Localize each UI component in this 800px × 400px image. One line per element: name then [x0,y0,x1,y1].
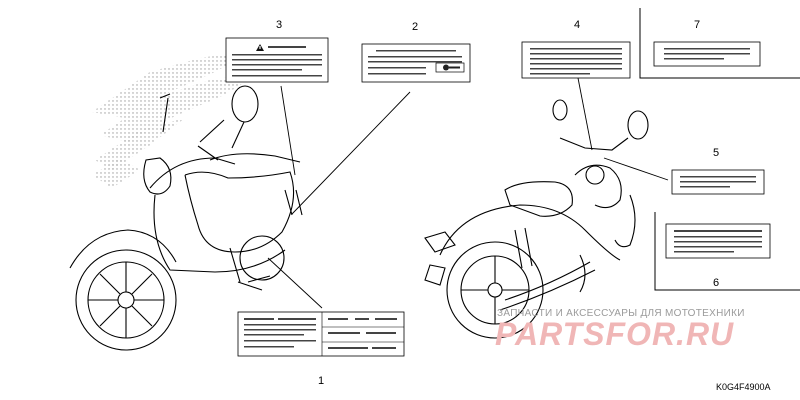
leader-2 [291,91,411,215]
watermark-caption: ЗАПЧАСТИ И АКСЕССУАРЫ ДЛЯ МОТОТЕХНИКИ [497,308,745,319]
label-5 [671,169,765,195]
key-icon [435,62,465,73]
leader-3 [280,85,296,176]
callout-1: 1 [318,375,324,387]
leader-5 [603,157,669,181]
callout-4: 4 [574,19,580,31]
separator-lines [639,8,800,291]
label-7 [653,41,761,67]
diagram-code: K0G4F4900A [716,382,771,392]
label-2 [361,43,471,83]
leader-1 [267,257,323,309]
label-4 [521,41,631,79]
leader-lines [267,77,669,309]
motorcycle-right-view [424,99,649,339]
label-6 [665,223,771,259]
motorcycle-left-view [69,85,303,351]
callout-5: 5 [713,147,719,159]
leader-4 [577,77,593,151]
callout-6: 6 [713,277,719,289]
callout-7: 7 [694,19,700,31]
label-1 [237,311,405,357]
label-3 [225,37,329,83]
warning-triangle-icon [256,44,264,51]
background-logo [92,50,262,188]
watermark-brand: PARTSFOR.RU [495,316,735,352]
callout-2: 2 [412,21,418,33]
callout-3: 3 [276,19,282,31]
